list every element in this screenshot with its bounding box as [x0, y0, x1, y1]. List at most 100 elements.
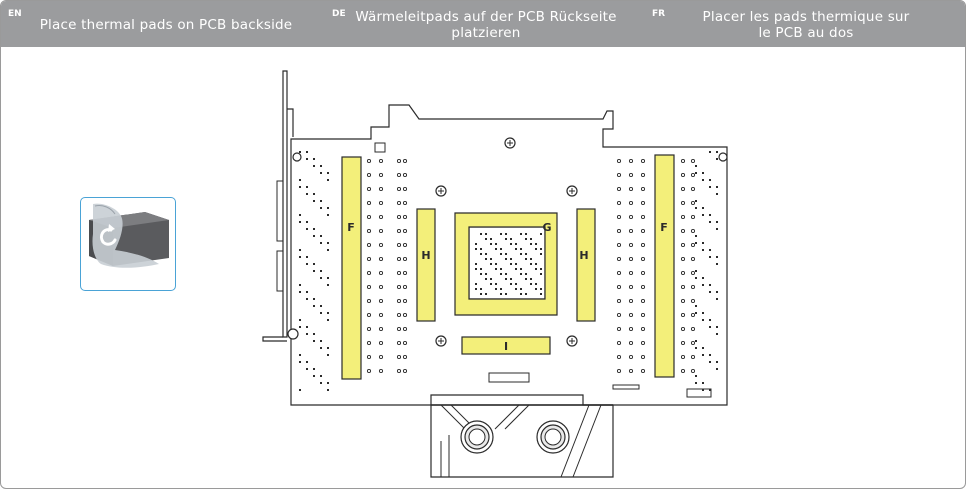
component-dot — [690, 242, 696, 248]
gpu-ball — [490, 243, 492, 245]
smd-component — [327, 319, 329, 321]
smd-component — [709, 389, 711, 391]
instruction-de: Wärmeleitpads auf der PCB Rückseite plat… — [341, 9, 631, 41]
smd-component — [702, 249, 704, 251]
smd-component — [702, 242, 704, 244]
smd-component — [716, 186, 718, 188]
component-dot — [396, 326, 402, 332]
component-dot — [366, 228, 372, 234]
component-dot — [396, 256, 402, 262]
smd-component — [702, 179, 704, 181]
smd-component — [709, 256, 711, 258]
smd-component — [716, 298, 718, 300]
component-dot — [628, 256, 634, 262]
gpu-ball — [500, 273, 502, 275]
component-dot — [690, 256, 696, 262]
component-dot — [616, 256, 622, 262]
smd-component — [716, 158, 718, 160]
gpu-ball — [520, 293, 522, 295]
lang-code-fr: FR — [652, 9, 666, 19]
smd-component — [327, 284, 329, 286]
component-dot — [690, 158, 696, 164]
component-dot — [680, 354, 686, 360]
gpu-ball — [525, 258, 527, 260]
component-dot — [616, 270, 622, 276]
gpu-ball — [505, 293, 507, 295]
smd-component — [306, 291, 308, 293]
component-dot — [690, 368, 696, 374]
smd-component — [695, 270, 697, 272]
component-dot — [616, 368, 622, 374]
smd-component — [313, 270, 315, 272]
smd-component — [327, 277, 329, 279]
smd-component — [695, 165, 697, 167]
component-dot — [366, 312, 372, 318]
smd-component — [709, 291, 711, 293]
component-dot — [680, 326, 686, 332]
component-dot — [366, 158, 372, 164]
gpu-ball — [510, 258, 512, 260]
component-dot — [378, 214, 384, 220]
gpu-package — [468, 226, 546, 300]
smd-component — [320, 172, 322, 174]
gpu-ball — [520, 268, 522, 270]
gpu-ball — [500, 253, 502, 255]
smd-component — [299, 291, 301, 293]
gpu-ball — [495, 283, 497, 285]
smd-component — [320, 200, 322, 202]
gpu-ball — [485, 293, 487, 295]
gpu-ball — [525, 273, 527, 275]
component-dot — [378, 200, 384, 206]
gpu-ball — [475, 283, 477, 285]
gpu-ball — [480, 288, 482, 290]
component-dot — [378, 284, 384, 290]
smd-component — [716, 326, 718, 328]
smd-component — [327, 347, 329, 349]
component-dot — [690, 298, 696, 304]
gpu-ball — [525, 253, 527, 255]
gpu-ball — [485, 253, 487, 255]
component-dot — [616, 312, 622, 318]
component-dot — [690, 270, 696, 276]
component-dot — [680, 298, 686, 304]
smd-component — [299, 361, 301, 363]
component-dot — [628, 326, 634, 332]
component-dot — [402, 284, 408, 290]
smd-component — [306, 193, 308, 195]
smd-component — [327, 249, 329, 251]
smd-component — [327, 354, 329, 356]
pad-i-bottom — [461, 336, 551, 355]
smd-component — [709, 179, 711, 181]
instruction-fr-line1: Placer les pads thermique sur — [702, 9, 910, 25]
gpu-ball — [485, 278, 487, 280]
component-dot — [690, 284, 696, 290]
smd-component — [320, 242, 322, 244]
component-dot — [680, 340, 686, 346]
component-dot — [628, 242, 634, 248]
smd-component — [313, 263, 315, 265]
component-dot — [396, 368, 402, 374]
component-dot — [690, 326, 696, 332]
gpu-ball — [490, 278, 492, 280]
smd-component — [299, 389, 301, 391]
gpu-ball — [475, 243, 477, 245]
gpu-ball — [475, 268, 477, 270]
smd-component — [320, 312, 322, 314]
smd-component — [306, 298, 308, 300]
component-dot — [402, 228, 408, 234]
component-dot — [680, 228, 686, 234]
smd-component — [306, 333, 308, 335]
smd-component — [702, 277, 704, 279]
component-dot — [396, 354, 402, 360]
component-dot — [640, 340, 646, 346]
gpu-ball — [510, 263, 512, 265]
component-dot — [378, 256, 384, 262]
smd-component — [320, 270, 322, 272]
gpu-ball — [480, 293, 482, 295]
component-dot — [640, 214, 646, 220]
component-dot — [680, 312, 686, 318]
gpu-ball — [540, 253, 542, 255]
component-dot — [640, 186, 646, 192]
component-dot — [402, 312, 408, 318]
lang-code-en: EN — [8, 9, 22, 19]
